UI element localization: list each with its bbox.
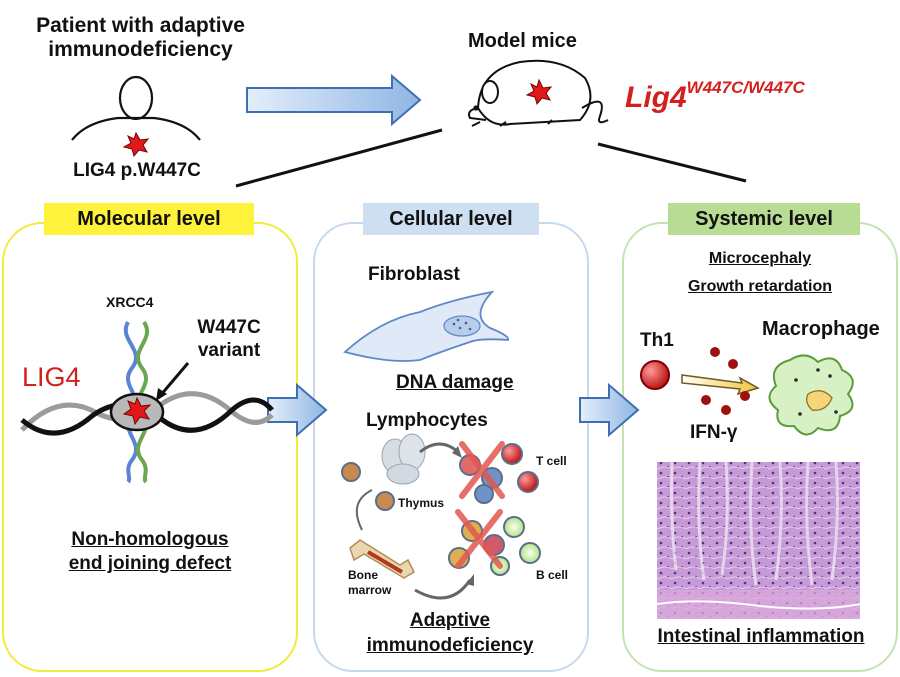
systemic-level-tag: Systemic level xyxy=(668,203,860,235)
tcell-block-x-icon xyxy=(459,441,505,499)
macrophage-icon xyxy=(768,354,854,436)
adaptive-immunodeficiency-line2: immunodeficiency xyxy=(366,635,534,656)
connector-line-left xyxy=(235,128,443,188)
b-cell-label: B cell xyxy=(536,568,569,582)
molecular-level-tag: Molecular level xyxy=(44,203,254,235)
intestinal-inflammation-label: Intestinal inflammation xyxy=(657,626,865,647)
adaptive-immunodeficiency-label: Adaptive immunodeficiency xyxy=(330,608,570,658)
xrcc4-label: XRCC4 xyxy=(106,294,154,310)
cellular-level-tag: Cellular level xyxy=(363,203,539,235)
patient-to-mouse-arrow xyxy=(246,73,422,127)
bone-marrow-line1: Bone xyxy=(348,568,378,582)
patient-label: Patient with adaptive immunodeficiency xyxy=(8,14,273,62)
th1-cell-icon xyxy=(640,360,670,390)
fibroblast-label: Fibroblast xyxy=(368,264,460,285)
molecular-to-cellular-arrow xyxy=(267,382,328,438)
dna-damage-label: DNA damage xyxy=(396,372,514,393)
bone-marrow-icon xyxy=(349,539,415,579)
thymus-to-tcell-arrow xyxy=(419,442,459,454)
lymphocytes-label: Lymphocytes xyxy=(366,410,488,431)
nhej-defect-line1: Non-homologous xyxy=(71,529,229,550)
variant-label-line1: W447C xyxy=(197,317,261,338)
growth-retardation-label: Growth retardation xyxy=(687,278,832,295)
ifn-arrow xyxy=(681,374,760,396)
bone-marrow-label: Bone marrow xyxy=(348,568,391,598)
lig4-variant-star-icon xyxy=(122,396,152,426)
model-genotype-sup: W447C/W447C xyxy=(686,78,805,97)
patient-label-line2: immunodeficiency xyxy=(48,38,233,61)
bcell-block-x-icon xyxy=(455,509,503,569)
mouse-variant-star-icon xyxy=(525,78,553,106)
patient-label-line1: Patient with adaptive xyxy=(36,14,245,37)
model-genotype-label: Lig4W447C/W447C xyxy=(625,78,805,115)
variant-label-line2: variant xyxy=(197,340,261,361)
nhej-defect-label: Non-homologous end joining defect xyxy=(22,528,278,576)
th1-label: Th1 xyxy=(640,330,674,351)
lig4-label: LIG4 xyxy=(22,362,81,392)
model-genotype-base: Lig4 xyxy=(625,81,687,114)
variant-label: W447C variant xyxy=(186,316,272,362)
patient-variant-label: LIG4 p.W447C xyxy=(73,160,201,181)
marrow-to-thymus-arrow xyxy=(355,489,373,531)
macrophage-label: Macrophage xyxy=(762,318,880,340)
adaptive-immunodeficiency-line1: Adaptive xyxy=(409,610,491,631)
nhej-defect-line2: end joining defect xyxy=(68,553,232,574)
connector-line-right xyxy=(597,142,747,183)
ifn-gamma-label: IFN-γ xyxy=(690,422,738,443)
intestinal-histology-image xyxy=(656,461,861,619)
marrow-to-bcell-arrow xyxy=(414,579,472,600)
bone-marrow-line2: marrow xyxy=(348,583,392,597)
thymus-label: Thymus xyxy=(398,496,445,510)
variant-pointer-arrow xyxy=(158,362,190,397)
ifn-gamma-dots xyxy=(701,347,750,415)
patient-figure-icon xyxy=(71,75,201,158)
mouse-icon xyxy=(468,59,609,127)
fibroblast-icon xyxy=(343,290,510,362)
cellular-to-systemic-arrow xyxy=(579,382,640,438)
model-mice-label: Model mice xyxy=(468,30,577,52)
thymus-icon xyxy=(381,433,426,485)
t-cell-label: T cell xyxy=(536,454,567,468)
microcephaly-label: Microcephaly xyxy=(708,250,812,267)
variant-star-icon xyxy=(122,131,150,158)
